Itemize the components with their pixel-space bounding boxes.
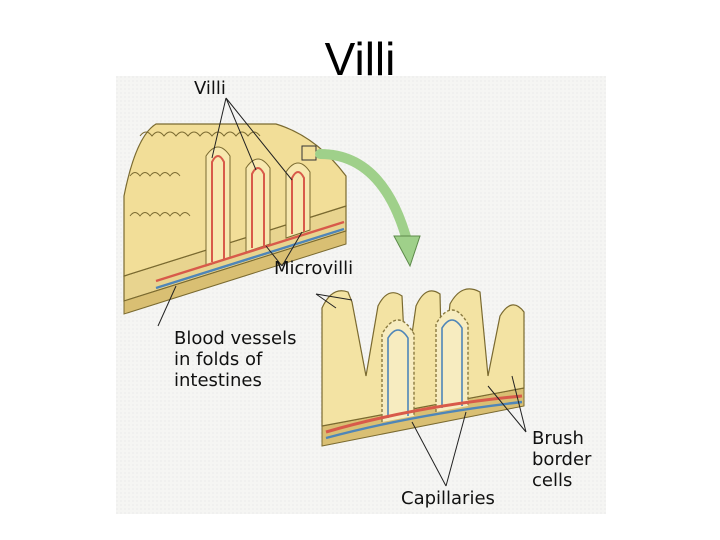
fold-surface-bumps-3: [129, 212, 191, 217]
vessel-loop-2: [251, 167, 265, 248]
blood-vessels-leader: [157, 285, 177, 327]
microvilli-leader-left: [265, 231, 303, 267]
magnified-vessel-blue: [325, 400, 523, 440]
label-microvilli: Microvilli: [274, 258, 354, 279]
label-blood-vessels: Blood vessels in folds of intestines: [174, 328, 297, 391]
capillary-right: [441, 319, 463, 408]
brush-border-leader: [487, 375, 527, 433]
villi-illustration: Villi Microvilli Blood vessels in folds …: [116, 76, 606, 514]
fold-surface-bumps-2: [129, 172, 181, 177]
arrow-shaft: [315, 149, 413, 249]
leader-lines: [157, 97, 527, 487]
villi-drawing: [116, 76, 606, 514]
fold-body: [123, 123, 347, 277]
magnification-arrow: [315, 149, 421, 268]
capillary-left: [387, 329, 409, 418]
base-vessel-blue: [155, 227, 345, 290]
label-villi: Villi: [194, 78, 226, 99]
microvilli-leader-right: [315, 293, 353, 309]
villus-right: [285, 162, 311, 239]
label-brush-border-cells: Brush border cells: [532, 428, 592, 491]
magnified-vessel-red: [325, 394, 523, 434]
villi-leader: [211, 97, 293, 181]
label-capillaries: Capillaries: [401, 488, 495, 509]
slide-title: Villi: [324, 33, 396, 85]
vessel-loop-1: [211, 155, 225, 262]
magnified-villi: [321, 288, 525, 447]
villus-left: [205, 146, 231, 267]
villus-middle: [245, 158, 271, 253]
arrow-head: [393, 235, 421, 268]
magnified-tissue: [321, 288, 525, 427]
fold-surface-bumps: [139, 131, 261, 137]
villus-section-right: [435, 309, 469, 412]
capillaries-leader: [411, 411, 467, 487]
vessel-loop-3: [291, 171, 305, 234]
villus-section-left: [381, 319, 415, 422]
base-vessel-red: [155, 220, 345, 283]
